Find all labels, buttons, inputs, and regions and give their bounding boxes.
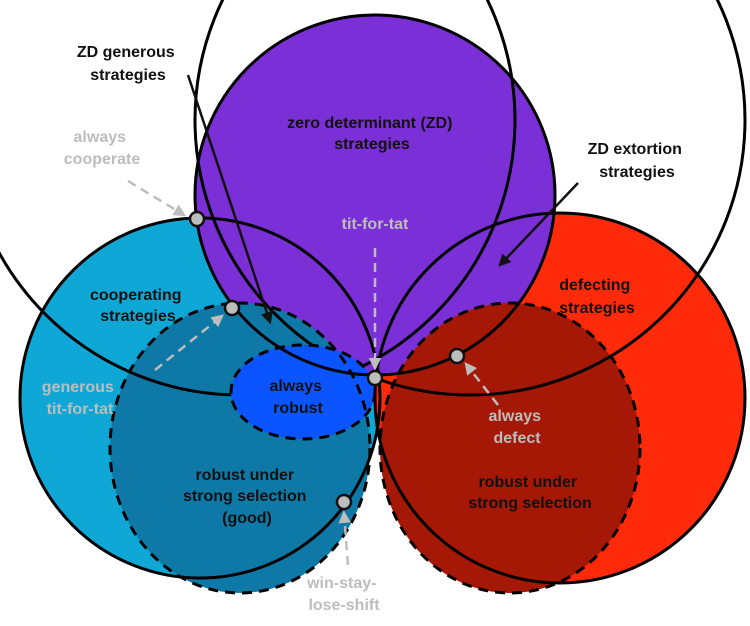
zd-generous-label: ZD generous strategies [77, 44, 179, 84]
wsls-arrow [338, 510, 351, 566]
robust-good-outline [108, 301, 372, 595]
robust-bad-label: robust under strong selection [468, 474, 592, 512]
cooperating-label: cooperating strategies [90, 287, 186, 325]
generous-tft-point [223, 299, 241, 317]
tit-for-tat-label: tit-for-tat [342, 216, 409, 233]
zd-generous-boundary [193, 0, 747, 397]
always-cooperate-arrow [127, 179, 187, 217]
wsls-point [335, 493, 353, 511]
zd-extortion-arrow [498, 182, 579, 267]
robust-good-label: robust under strong selection (good) [183, 467, 311, 527]
zd-strategies-label: zero determinant (ZD) strategies [287, 115, 457, 153]
robust-bad-outline [378, 301, 642, 595]
zd-extortion-label: ZD extortion strategies [588, 141, 687, 181]
always-robust-label: always robust [270, 378, 327, 417]
always-defect-label: always defect [489, 408, 546, 447]
always-cooperate-point [188, 210, 206, 228]
always-defect-arrow [464, 362, 499, 406]
zd-generous-arrow [186, 74, 273, 325]
zd-region [195, 15, 555, 375]
always-robust-region [231, 345, 375, 439]
generous-tft-label: generous tit-for-tat [42, 379, 118, 418]
tit-for-tat-point [366, 369, 384, 387]
always-cooperate-label: always cooperate [64, 129, 141, 168]
always-robust-outline [229, 343, 377, 441]
wsls-label: win-stay- lose-shift [306, 575, 381, 614]
always-defect-point [448, 347, 466, 365]
defecting-label: defecting strategies [559, 277, 635, 317]
